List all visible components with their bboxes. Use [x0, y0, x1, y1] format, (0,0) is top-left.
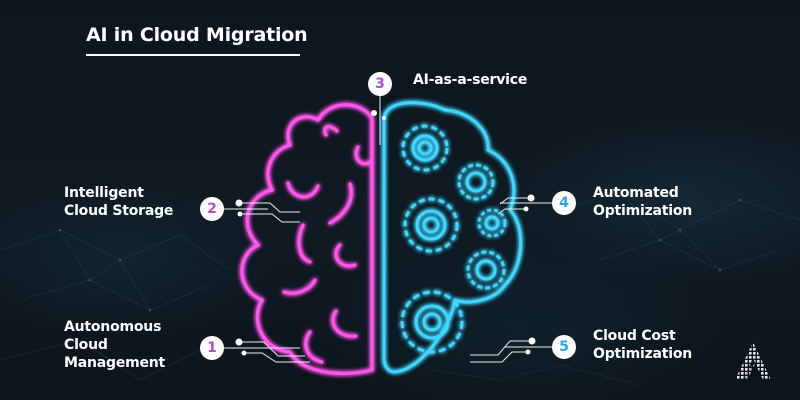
dotted-chevron-logo-icon: [735, 342, 771, 380]
label-intelligent-cloud-storage: Intelligent Cloud Storage: [64, 185, 174, 219]
badge-2: 2: [200, 197, 224, 221]
page-title: AI in Cloud Migration: [86, 24, 308, 46]
badge-1: 1: [200, 336, 224, 360]
page-title-block: AI in Cloud Migration: [86, 24, 308, 56]
label-autonomous-cloud-management: Autonomous Cloud Management: [64, 319, 166, 371]
badge-3: 3: [368, 72, 392, 96]
label-ai-as-a-service: AI-as-a-service: [413, 72, 528, 88]
badge-4: 4: [552, 191, 576, 215]
label-cloud-cost-optimization: Cloud Cost Optimization: [593, 328, 693, 362]
connector-lines: [222, 95, 552, 363]
brain-neon-icon: [240, 103, 374, 376]
title-underline: [86, 54, 300, 56]
label-automated-optimization: Automated Optimization: [593, 185, 693, 219]
gears-neon-icon: [382, 101, 523, 374]
connector-dots: [235, 110, 536, 356]
badge-5: 5: [552, 335, 576, 359]
